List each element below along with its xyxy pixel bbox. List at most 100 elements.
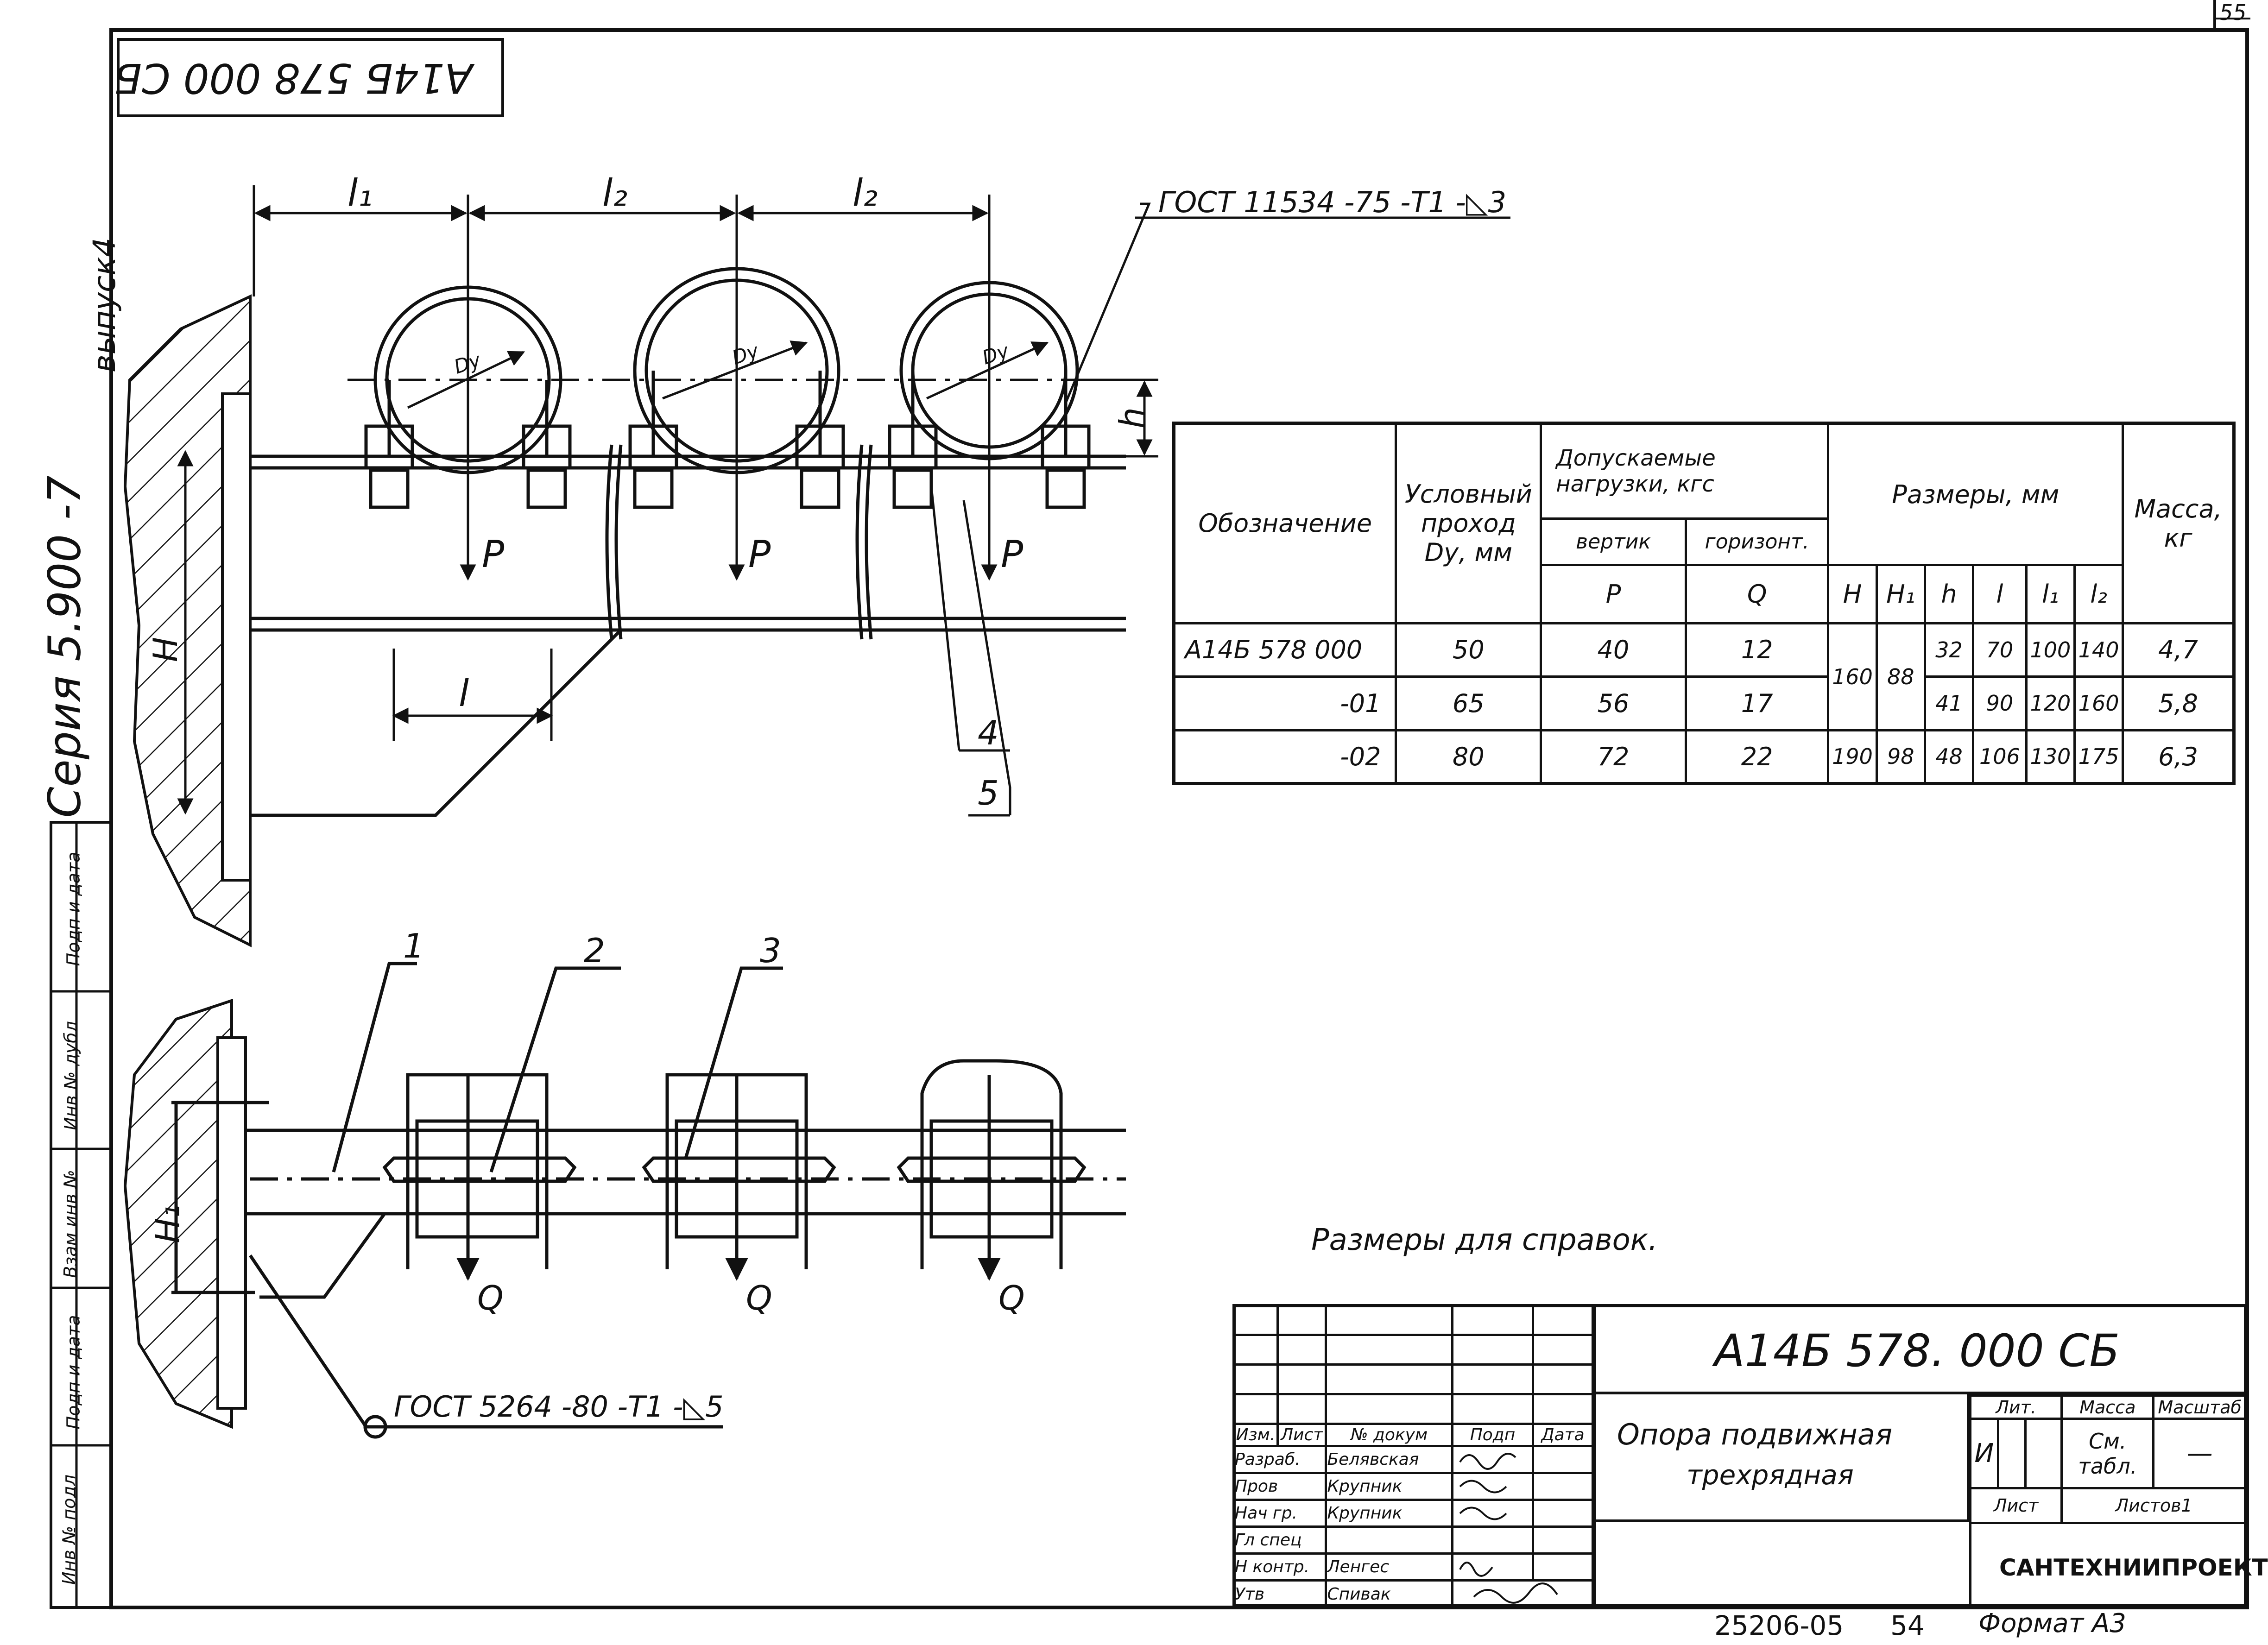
callout-5: 5 xyxy=(978,774,999,813)
header-bore-line-1: Условный xyxy=(1404,479,1532,509)
code-cell xyxy=(1594,1304,2247,1394)
header-loads: Допускаемые нагрузки, кгс xyxy=(1540,422,1830,520)
cell-dy: 65 xyxy=(1395,675,1542,731)
cell-l2: 160 xyxy=(2073,675,2124,731)
role: Утв xyxy=(1232,1579,1327,1609)
cell-H1: 98 xyxy=(1875,729,1926,785)
dim-H: H xyxy=(146,637,185,662)
dim-H1: H₁ xyxy=(148,1204,187,1243)
header-h: h xyxy=(1923,564,1975,624)
table-row: А14Б 578 000 50 40 12 160 88 32 70 100 1… xyxy=(1172,622,2235,731)
signature xyxy=(1451,1445,1535,1474)
sheet-frame xyxy=(50,0,2250,1609)
signature-row: Разраб. Белявская xyxy=(1232,1445,1594,1474)
cell-p: 56 xyxy=(1540,675,1687,731)
cell-designation: -01 xyxy=(1172,675,1397,731)
cell-l1: 120 xyxy=(2025,675,2076,731)
signature-row: Нач гр. Крупник xyxy=(1232,1499,1594,1528)
signature-scribble xyxy=(1459,1480,1507,1494)
format-label: Формат А3 xyxy=(1978,1608,2126,1639)
person-name: Ленгес xyxy=(1325,1552,1453,1582)
cell-l2: 140 xyxy=(2073,622,2124,678)
cell-H1-merged: 88 xyxy=(1875,622,1926,731)
header-sizes: Размеры, мм xyxy=(1827,422,2124,567)
cell-l: 70 xyxy=(1972,622,2028,678)
side-cell-4: Инв № дубл xyxy=(60,1021,81,1130)
top-code-stamp: А14Б 578 000 СБ xyxy=(114,54,473,102)
sheet-label: Лист xyxy=(1969,1487,2063,1524)
header-mass: Масса, кг xyxy=(2122,422,2235,624)
dimension-lines-top xyxy=(177,185,1510,817)
name-cell xyxy=(1594,1394,1969,1522)
cell-q: 17 xyxy=(1684,675,1830,731)
person-name: Спивак xyxy=(1325,1579,1453,1609)
order-number: 25206-05 xyxy=(1714,1610,1844,1641)
mass-header: Масса xyxy=(2060,1394,2155,1420)
signature xyxy=(1451,1579,1594,1609)
head-sign: Подп xyxy=(1451,1423,1535,1447)
signature-row: Гл спец xyxy=(1232,1525,1594,1555)
beam-plan xyxy=(171,1101,1126,1299)
header-P: P xyxy=(1540,564,1687,624)
head-date: Дата xyxy=(1532,1423,1594,1447)
role: Гл спец xyxy=(1232,1525,1327,1555)
title-line-2: трехрядная xyxy=(1687,1459,1854,1491)
header-mass-line-2: кг xyxy=(2164,523,2192,553)
cell-designation: -02 xyxy=(1172,729,1397,785)
header-Q: Q xyxy=(1684,564,1830,624)
signature-scribble xyxy=(1459,1453,1516,1470)
wall-bottom xyxy=(123,998,247,1429)
person-name xyxy=(1325,1525,1453,1555)
revision-row xyxy=(1232,1393,1594,1425)
signature xyxy=(1451,1472,1535,1501)
support-beam xyxy=(250,444,1126,817)
revision-row xyxy=(1232,1304,1594,1336)
series-label: Серия 5.900 -7 xyxy=(38,475,91,818)
signature-scribble xyxy=(1459,1562,1494,1577)
header-nominal-bore: Условный проход Dу, мм xyxy=(1395,422,1542,624)
lit-header: Лит. xyxy=(1969,1394,2063,1420)
person-name: Белявская xyxy=(1325,1445,1453,1474)
cell-dy: 50 xyxy=(1395,622,1542,678)
revision-row xyxy=(1232,1363,1594,1395)
header-vertical: вертик xyxy=(1540,517,1687,567)
dim-l2-b: l₂ xyxy=(853,171,878,214)
cell-p: 40 xyxy=(1540,622,1687,678)
load-p-2: P xyxy=(748,533,771,576)
weld-note-top: ГОСТ 11534 -75 -Т1 -◺3 xyxy=(1158,185,1507,219)
load-q-3: Q xyxy=(998,1279,1025,1317)
header-bore-line-3: Dу, мм xyxy=(1424,538,1512,567)
signature-grid: Изм. Лист № докум Подп Дата Разраб. Беля… xyxy=(1232,1304,1594,1609)
organization-name: САНТЕХНИИПРОЕКТ xyxy=(1999,1554,2268,1581)
sheets-label: Листов1 xyxy=(2060,1487,2247,1524)
header-bore-line-2: проход xyxy=(1421,509,1516,538)
person-name: Крупник xyxy=(1325,1472,1453,1501)
side-cell-3: Взам инв № xyxy=(60,1170,81,1278)
mass-value: См. табл. xyxy=(2060,1418,2155,1489)
issue-label: выпуск4 xyxy=(87,237,123,373)
blank-cell xyxy=(1594,1522,1969,1607)
header-H1: H₁ xyxy=(1875,564,1926,624)
cell-mass: 4,7 xyxy=(2122,622,2235,678)
signature xyxy=(1451,1552,1535,1582)
lit-mass-scale: Лит. Масса Масштаб И См. табл. — Лист Ли… xyxy=(1969,1394,2247,1524)
cell-l1: 130 xyxy=(2025,729,2076,785)
header-designation: Обозначение xyxy=(1172,422,1397,624)
cell-dy: 80 xyxy=(1395,729,1542,785)
header-l: l xyxy=(1972,564,2028,624)
dim-l2-a: l₂ xyxy=(602,171,628,214)
cell-p: 72 xyxy=(1540,729,1687,785)
load-p-1: P xyxy=(482,533,505,576)
load-q-2: Q xyxy=(746,1279,772,1317)
scale-header: Масштаб xyxy=(2152,1394,2247,1420)
pipes-plan xyxy=(249,962,1087,1439)
cell-mass: 6,3 xyxy=(2122,729,2235,785)
role: Разраб. xyxy=(1232,1445,1327,1474)
header-loads-line-1: Допускаемые xyxy=(1556,445,1716,471)
title-block-right: А14Б 578. 000 СБ Опора подвижная трехряд… xyxy=(1594,1304,2268,1607)
title-block-code: А14Б 578. 000 СБ xyxy=(1714,1325,2120,1377)
wall-top xyxy=(123,294,252,947)
signature-row: Утв Спивак xyxy=(1232,1579,1594,1609)
callout-1: 1 xyxy=(403,926,424,965)
